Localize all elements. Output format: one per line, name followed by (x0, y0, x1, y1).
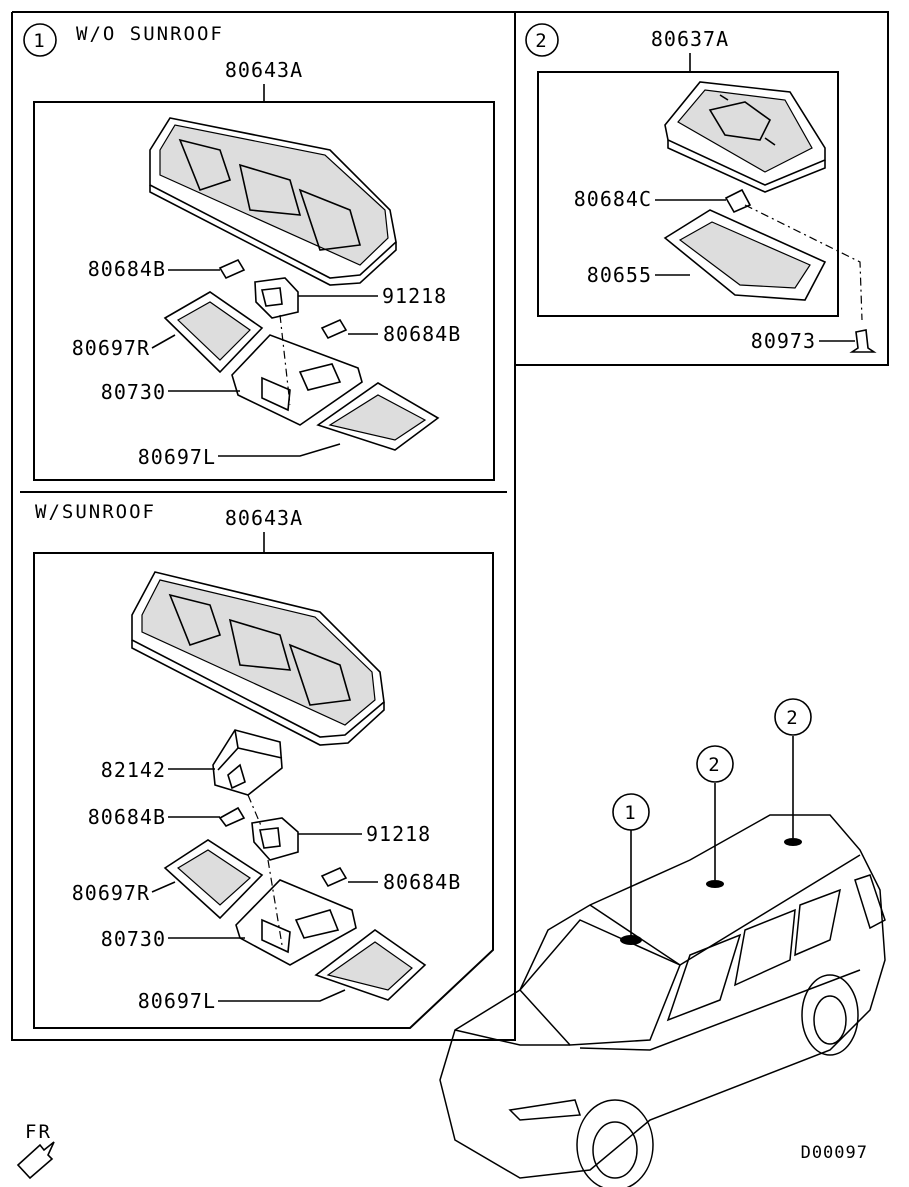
svg-text:1: 1 (33, 30, 46, 52)
w-switch-part (212, 729, 283, 796)
front-direction-arrow-icon: FR (16, 1121, 55, 1180)
w-socket-part (247, 794, 299, 861)
w-sunroof-box (33, 552, 494, 1029)
svg-text:2: 2 (708, 754, 721, 776)
label-w-switch: 82142 (101, 758, 166, 782)
w-lens-r-part (163, 839, 264, 920)
svg-text:2: 2 (535, 30, 548, 52)
wo-lens-l-part (316, 382, 440, 451)
panel-2-frame (515, 11, 889, 366)
label-panel2-bulb: 80684C (574, 187, 652, 211)
wo-base-part (231, 314, 363, 426)
label-wo-lens-l: 80697L (138, 445, 216, 469)
wo-assembly-part (149, 117, 397, 286)
section-title-wo-sunroof: W/O SUNROOF (76, 23, 224, 45)
label-w-assembly: 80643A (225, 506, 303, 530)
label-w-bulb-left: 80684B (88, 805, 166, 829)
label-wo-socket: 91218 (382, 284, 447, 308)
panel2-screw-guide (744, 204, 863, 321)
label-w-lens-l: 80697L (138, 989, 216, 1013)
panel-2-callout: 2 (525, 23, 559, 57)
label-w-base: 80730 (101, 927, 166, 951)
label-w-socket: 91218 (366, 822, 431, 846)
car-mark-2a: 2 (696, 745, 734, 888)
label-wo-bulb-left: 80684B (88, 257, 166, 281)
svg-text:2: 2 (786, 707, 799, 729)
svg-text:1: 1 (624, 802, 637, 824)
label-wo-lens-r: 80697R (72, 336, 150, 360)
svg-text:FR: FR (25, 1121, 52, 1143)
label-wo-assembly: 80643A (225, 58, 303, 82)
wo-bulb-right-part (320, 318, 348, 340)
label-wo-bulb-right: 80684B (383, 322, 461, 346)
car-mark-2b: 2 (774, 698, 812, 846)
w-lens-l-part (314, 929, 427, 1001)
panel2-screw-part (849, 329, 877, 353)
label-w-lens-r: 80697R (72, 881, 150, 905)
w-bulb-left-part (218, 806, 246, 827)
wo-socket-part (254, 277, 299, 319)
diagram-code: D00097 (801, 1143, 868, 1163)
panel-1-frame (11, 11, 516, 1041)
label-panel2-assembly: 80637A (651, 27, 729, 51)
w-assembly-part (131, 571, 385, 746)
wo-bulb-left-part (218, 258, 246, 280)
panel-1-callout: 1 (23, 23, 57, 57)
label-panel2-screw: 80973 (751, 329, 816, 353)
w-bulb-right-part (320, 866, 348, 888)
label-w-bulb-right: 80684B (383, 870, 461, 894)
label-wo-base: 80730 (101, 380, 166, 404)
panel2-assembly-part (664, 81, 826, 193)
section-title-w-sunroof: W/SUNROOF (35, 501, 156, 523)
label-panel2-lens: 80655 (587, 263, 652, 287)
panel-2-box (537, 71, 839, 317)
panel2-bulb-part (724, 188, 752, 214)
panel2-lens-part (663, 209, 827, 301)
car-outline (439, 814, 886, 1187)
wo-lens-r-part (163, 291, 264, 374)
car-mark-1: 1 (612, 793, 650, 945)
